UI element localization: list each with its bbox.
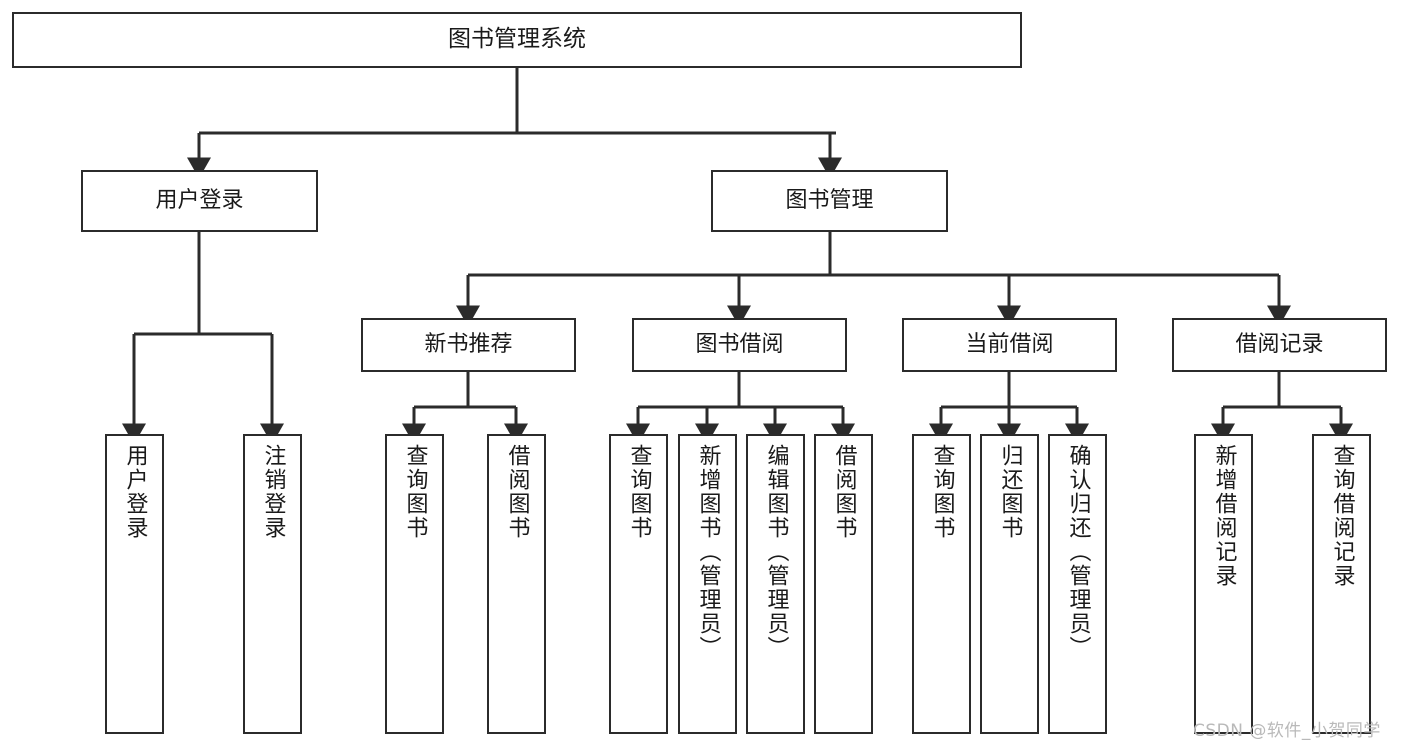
node-label: 查询图书 bbox=[929, 444, 955, 540]
leaf-new-book-borrow-book[interactable]: 借阅图书 bbox=[487, 434, 546, 734]
node-label: 新书推荐 bbox=[424, 332, 513, 358]
node-label: 借阅图书 bbox=[831, 444, 857, 540]
leaf-borrow-record-query-record[interactable]: 查询借阅记录 bbox=[1312, 434, 1371, 734]
node-new-book-recommend[interactable]: 新书推荐 bbox=[361, 318, 576, 372]
leaf-current-borrow-confirm-return[interactable]: 确认归还（管理员） bbox=[1048, 434, 1107, 734]
node-label: 查询图书 bbox=[402, 444, 428, 540]
node-label: 借阅记录 bbox=[1235, 332, 1324, 358]
node-current-borrow[interactable]: 当前借阅 bbox=[902, 318, 1117, 372]
node-label: 用户登录 bbox=[155, 188, 244, 214]
node-label: 用户登录 bbox=[122, 444, 148, 540]
leaf-book-borrow-edit-book[interactable]: 编辑图书（管理员） bbox=[746, 434, 805, 734]
node-label: 当前借阅 bbox=[965, 332, 1054, 358]
node-borrow-record[interactable]: 借阅记录 bbox=[1172, 318, 1387, 372]
node-label: 借阅图书 bbox=[504, 444, 530, 540]
node-label: 新增图书（管理员） bbox=[695, 444, 721, 660]
node-user-login[interactable]: 用户登录 bbox=[81, 170, 318, 232]
node-label: 图书管理 bbox=[785, 188, 874, 214]
node-book-management[interactable]: 图书管理 bbox=[711, 170, 948, 232]
leaf-borrow-record-add-record[interactable]: 新增借阅记录 bbox=[1194, 434, 1253, 734]
leaf-book-borrow-query-book[interactable]: 查询图书 bbox=[609, 434, 668, 734]
csdn-watermark: CSDN @软件_小贺同学 bbox=[1193, 721, 1381, 741]
leaf-book-borrow-borrow-book[interactable]: 借阅图书 bbox=[814, 434, 873, 734]
leaf-new-book-query-book[interactable]: 查询图书 bbox=[385, 434, 444, 734]
leaf-user-login-login[interactable]: 用户登录 bbox=[105, 434, 164, 734]
leaf-current-borrow-return-book[interactable]: 归还图书 bbox=[980, 434, 1039, 734]
node-root-system[interactable]: 图书管理系统 bbox=[12, 12, 1022, 68]
leaf-current-borrow-query-book[interactable]: 查询图书 bbox=[912, 434, 971, 734]
node-label: 图书借阅 bbox=[695, 332, 784, 358]
node-label: 图书管理系统 bbox=[448, 26, 586, 53]
node-book-borrow[interactable]: 图书借阅 bbox=[632, 318, 847, 372]
node-label: 确认归还（管理员） bbox=[1065, 444, 1091, 660]
leaf-book-borrow-add-book[interactable]: 新增图书（管理员） bbox=[678, 434, 737, 734]
node-label: 注销登录 bbox=[260, 444, 286, 540]
node-label: 新增借阅记录 bbox=[1211, 444, 1237, 588]
node-label: 归还图书 bbox=[997, 444, 1023, 540]
node-label: 查询图书 bbox=[626, 444, 652, 540]
leaf-user-login-logout[interactable]: 注销登录 bbox=[243, 434, 302, 734]
node-label: 编辑图书（管理员） bbox=[763, 444, 789, 660]
node-label: 查询借阅记录 bbox=[1329, 444, 1355, 588]
